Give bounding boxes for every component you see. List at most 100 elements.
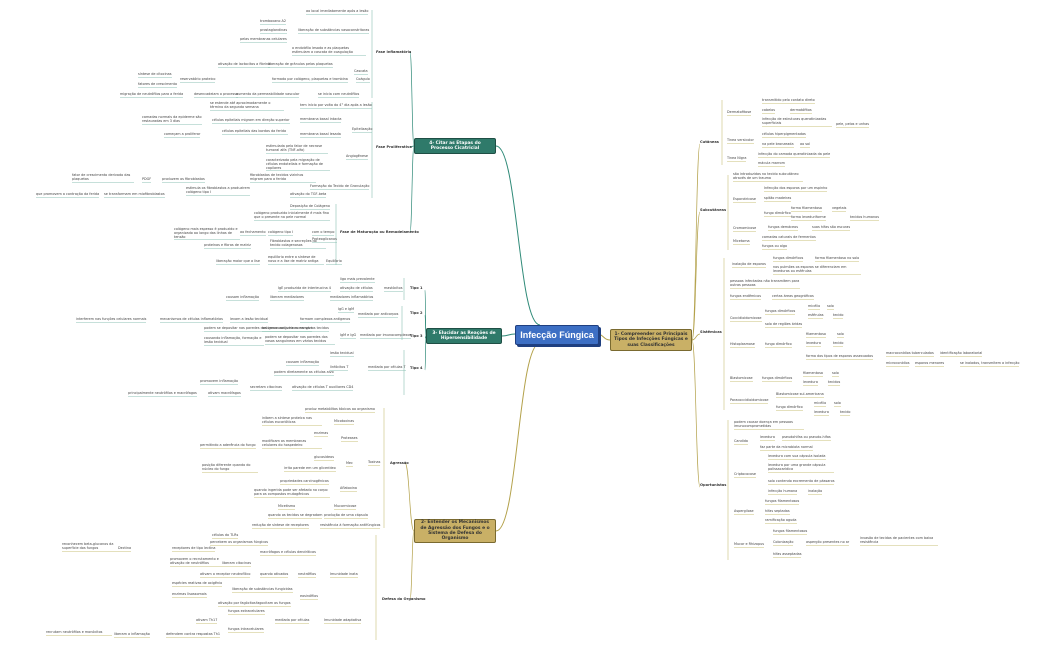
leaf-node[interactable]: produzem os fibroblastos	[162, 177, 205, 181]
leaf-node[interactable]: células do TLRs	[212, 533, 239, 537]
leaf-node[interactable]: fungos filamentosos	[765, 499, 800, 503]
leaf-node[interactable]: podem se depositar nas paredes dos vasos…	[204, 326, 329, 330]
subtopic-fase-proliferativa[interactable]: Fase Proliferativa	[376, 145, 412, 149]
leaf-node[interactable]: ao fechamento	[240, 230, 266, 234]
leaf-node[interactable]: Candida	[734, 439, 748, 443]
subtopic-agressao[interactable]: Agressão	[390, 461, 409, 465]
leaf-node[interactable]: defendem contra respostas Th1	[166, 632, 221, 636]
leaf-node[interactable]: spitão madeiras	[764, 196, 792, 200]
leaf-node[interactable]: começam a proliferar	[164, 132, 201, 136]
leaf-node[interactable]: Imunidade inata	[330, 572, 358, 576]
leaf-node[interactable]: colágeno produzido inicialmente é mais f…	[254, 211, 329, 219]
leaf-node[interactable]: fungos intracelulares	[228, 627, 264, 631]
leaf-node[interactable]: ativam Th17	[196, 618, 218, 622]
leaf-node[interactable]: Angiogênese	[346, 154, 368, 158]
leaf-node[interactable]: Coccidioidomicose	[730, 316, 762, 320]
leaf-node[interactable]: fungos endêmicos	[730, 294, 761, 298]
leaf-node[interactable]: Deposição de Colágeno	[290, 204, 330, 208]
leaf-node[interactable]: ramificação aguda	[765, 518, 797, 522]
leaf-node[interactable]: camadas normais da epiderme são restaura…	[142, 115, 202, 123]
leaf-node[interactable]: dermatófitos	[790, 108, 812, 112]
leaf-node[interactable]: mediada por anticorpos	[358, 312, 399, 316]
leaf-node[interactable]: fungos dimórficos	[762, 376, 793, 380]
leaf-node[interactable]: Equilíbrio	[326, 259, 342, 263]
leaf-node[interactable]: Tinea versicolor	[727, 138, 754, 142]
leaf-node[interactable]: produz metabólitos tóxicos ao organismo	[305, 407, 375, 411]
leaf-node[interactable]: se inicia com neutrófilos	[318, 92, 360, 96]
leaf-node[interactable]: recrutam neutrófilos e monócitos	[46, 630, 103, 634]
leaf-node[interactable]: tecido	[840, 410, 851, 414]
leaf-node[interactable]: antígenos solúveis no sangue	[262, 326, 313, 330]
subtopic-sistemicas[interactable]: Sistêmicas	[700, 330, 722, 334]
subtopic-tipo3[interactable]: Tipo 3	[410, 334, 423, 338]
leaf-node[interactable]: Criptococose	[734, 472, 756, 476]
leaf-node[interactable]: levam a lesão tecidual	[230, 317, 269, 321]
leaf-node[interactable]: o endotélio lesado e as plaquetas estimu…	[292, 46, 353, 54]
leaf-node[interactable]: tromboxano A2	[260, 19, 287, 23]
subtopic-fase-inflamatoria[interactable]: Fase Inflamatória	[376, 50, 412, 54]
leaf-node[interactable]: mediada por imunocomplexos	[360, 333, 412, 337]
leaf-node[interactable]: mediada por células T	[368, 365, 406, 369]
leaf-node[interactable]: ligo mais prevalente	[340, 277, 375, 281]
leaf-node[interactable]: colágeno mais espesso é produzido e orga…	[174, 227, 238, 239]
leaf-node[interactable]: transmitido pelo contato direto	[762, 98, 815, 102]
leaf-node[interactable]: aspergilo presentes no ar	[806, 540, 850, 544]
leaf-node[interactable]: propriedades carcinogênicas	[280, 479, 329, 483]
leaf-node[interactable]: Cascata	[354, 69, 368, 73]
leaf-node[interactable]: fungos dimórficos	[765, 309, 796, 313]
topic-3[interactable]: 3- Elucidar as Reações de Hipersensibili…	[426, 328, 502, 344]
leaf-node[interactable]: são introduzidas no tecido subcutâneo at…	[733, 172, 799, 180]
leaf-node[interactable]: IgM e IgG	[340, 333, 357, 337]
leaf-node[interactable]: Cromomicose	[733, 226, 757, 230]
leaf-node[interactable]: fungo dimórfico	[765, 342, 792, 346]
leaf-node[interactable]: migração de neutrófilos para a ferida	[120, 92, 184, 96]
leaf-node[interactable]: espécies reativas de oxigênio	[172, 581, 223, 585]
leaf-node[interactable]: neutrófilos	[298, 572, 317, 576]
leaf-node[interactable]: produção de uma cápsula	[324, 513, 368, 517]
leaf-node[interactable]: células epiteliais das bordas da ferida	[222, 129, 287, 133]
leaf-node[interactable]: infecção humana	[768, 489, 798, 493]
leaf-node[interactable]: enzimas	[314, 431, 329, 435]
leaf-node[interactable]: se transformam em miofibroblastos	[104, 192, 165, 196]
leaf-node[interactable]: receptores de tipo lectina	[172, 546, 216, 550]
leaf-node[interactable]: solo	[834, 401, 841, 405]
leaf-node[interactable]: promovem inflamação	[200, 379, 239, 383]
leaf-node[interactable]: células epiteliais migram em direção sup…	[212, 118, 290, 122]
leaf-node[interactable]: ativação do TGF-beta	[290, 192, 327, 196]
leaf-node[interactable]: mácula marrom	[758, 161, 785, 165]
leaf-node[interactable]: liberam a inflamação	[114, 632, 150, 636]
leaf-node[interactable]: invasão de tecidos de pacientes com baix…	[860, 536, 934, 544]
leaf-node[interactable]: resistência à formação antifúngicos	[320, 523, 381, 527]
leaf-node[interactable]: com o tempo	[312, 230, 335, 234]
leaf-node[interactable]: levedura com sua cápsula isolada	[768, 454, 826, 458]
leaf-node[interactable]: Epitelização	[352, 127, 373, 131]
leaf-node[interactable]: fungos extracelulares	[228, 609, 265, 613]
leaf-node[interactable]: aumento da permeabilidade vascular	[236, 92, 300, 96]
leaf-node[interactable]: inalação de esporos	[732, 262, 766, 266]
leaf-node[interactable]: causam inflamação	[226, 295, 260, 299]
leaf-node[interactable]: formam complexos antígenos	[300, 317, 351, 321]
leaf-node[interactable]: hifas asseptadas	[773, 552, 802, 556]
leaf-node[interactable]: PDGF	[142, 177, 152, 181]
leaf-node[interactable]: fungos dimórficos	[773, 256, 804, 260]
leaf-node[interactable]: ativam o receptor neutrofílico	[200, 572, 251, 576]
leaf-node[interactable]: Aspergilose	[734, 509, 754, 513]
leaf-node[interactable]: que promovem a contração da ferida	[36, 192, 100, 196]
topic-4[interactable]: 4- Citar as Etapas do Processo Cicatrici…	[414, 138, 496, 154]
leaf-node[interactable]: identificação laboratorial	[940, 351, 983, 355]
leaf-node[interactable]: pele, pelos e unhas	[836, 122, 869, 126]
leaf-node[interactable]: ao sol	[800, 142, 811, 146]
leaf-node[interactable]: liberação maior que a lise	[216, 259, 260, 263]
leaf-node[interactable]: vegetais	[832, 206, 847, 210]
leaf-node[interactable]: Dectina	[118, 546, 132, 550]
leaf-node[interactable]: ativação por fagócitos	[218, 601, 256, 605]
leaf-node[interactable]: liberação de substâncias fungicidas	[232, 587, 293, 591]
leaf-node[interactable]: inibem a síntese proteica nas células eu…	[262, 416, 312, 424]
leaf-node[interactable]: fator de crescimento derivado das plaque…	[72, 173, 131, 181]
leaf-node[interactable]: lesão tecidual	[330, 351, 354, 355]
leaf-node[interactable]: Infecção dos esporos por um espinho	[764, 186, 828, 190]
leaf-node[interactable]: se inalados, transmitem a infecção	[960, 361, 1020, 365]
leaf-node[interactable]: principalmente neutrófilos e macrófagos	[128, 391, 197, 395]
leaf-node[interactable]: quando os tecidos se degradam	[268, 513, 323, 517]
leaf-node[interactable]: secretam citocinas	[250, 385, 282, 389]
